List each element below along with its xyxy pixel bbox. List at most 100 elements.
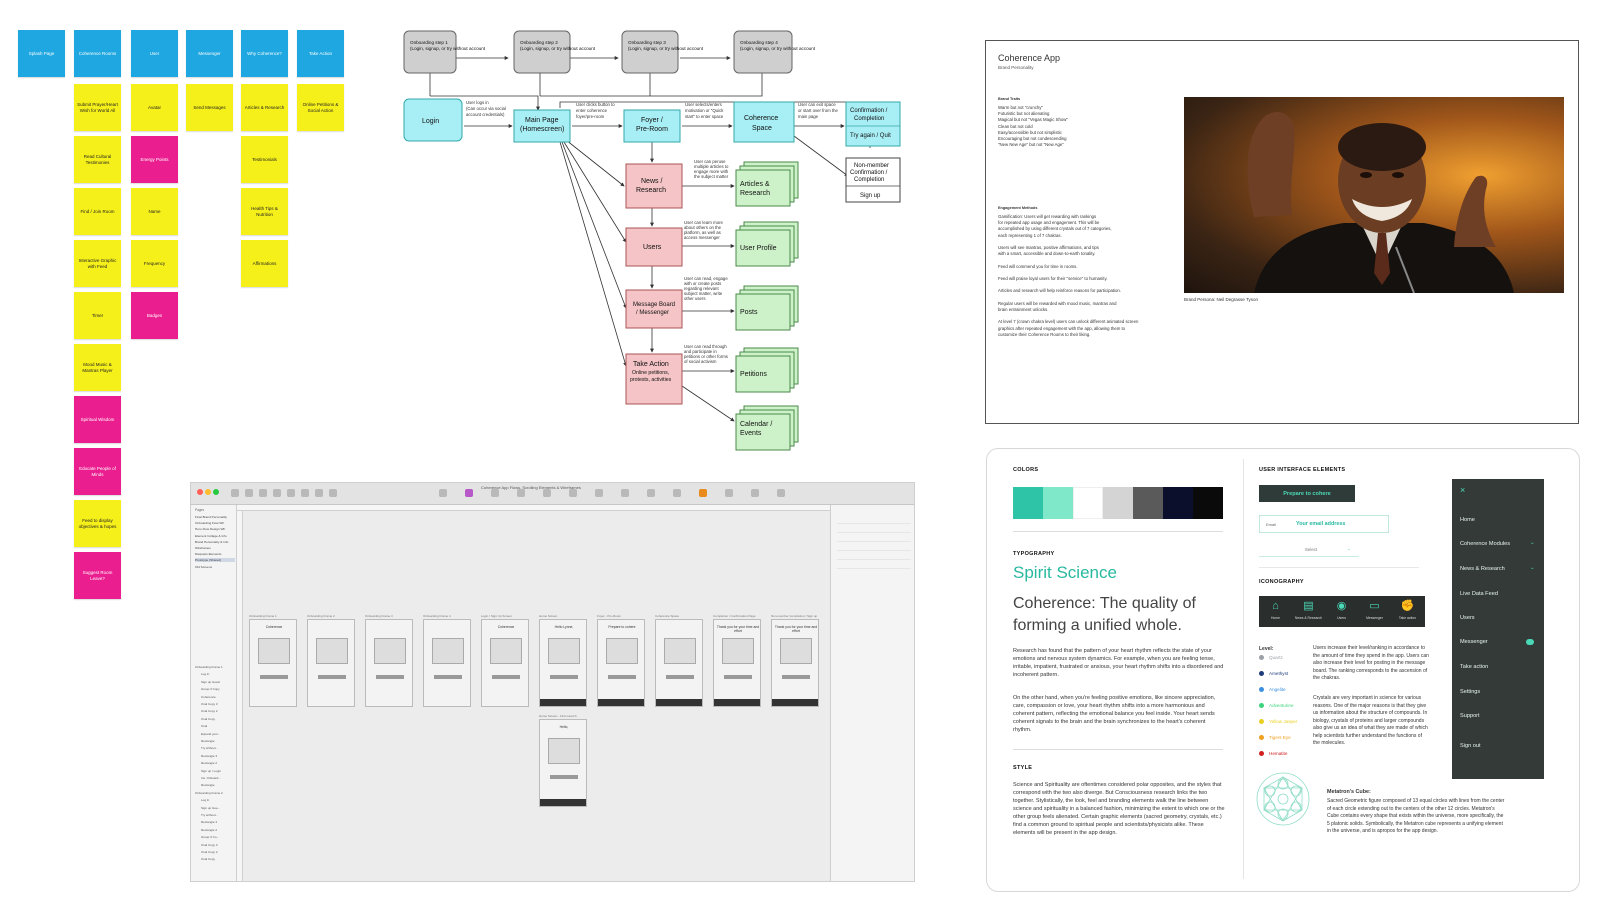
layer-item[interactable]: Oval Copy 3	[201, 842, 218, 847]
nav-item[interactable]: Coherence Modules	[1460, 541, 1511, 547]
layer-item[interactable]: Sign up / Login	[201, 768, 222, 773]
toolbar-tool-icon[interactable]	[647, 489, 655, 497]
nav-item[interactable]: Home	[1460, 517, 1475, 523]
prepare-to-cohere-button[interactable]: Prepare to cohere	[1259, 485, 1355, 502]
page-item[interactable]: Onboarding Flow WF	[195, 521, 225, 526]
layer-item[interactable]: Rectangle	[201, 739, 215, 743]
page-item[interactable]: Prototype (Shared)	[195, 558, 235, 563]
toolbar-tool-icon[interactable]	[315, 489, 323, 497]
layer-item[interactable]: Onboarding Frame 1	[195, 665, 223, 669]
chevron-down-icon[interactable]: ⌄	[1530, 565, 1535, 571]
window-zoom-button[interactable]	[213, 489, 219, 495]
page-item[interactable]: Brand Personality & Info	[195, 539, 229, 544]
layer-item[interactable]: Rectangle 3	[201, 753, 218, 758]
nav-item[interactable]: Live Data Feed	[1460, 591, 1498, 597]
layer-item[interactable]: Oval Copy	[201, 857, 216, 862]
nav-item[interactable]: Users	[1460, 615, 1475, 621]
nav-item[interactable]: News & Research	[1460, 566, 1505, 572]
toolbar-tool-icon[interactable]	[273, 489, 281, 497]
toolbar-tool-icon[interactable]	[301, 489, 309, 497]
artboard[interactable]: Prepare to cohere	[597, 619, 645, 707]
icon-nav-item[interactable]: ⌂Home	[1259, 598, 1292, 620]
layer-item[interactable]: Log In	[201, 672, 210, 677]
layer-item[interactable]: Expand your...	[201, 731, 221, 736]
toolbar-tool-icon[interactable]	[465, 489, 473, 497]
window-close-button[interactable]	[197, 489, 203, 495]
layer-item[interactable]: Oval Copy 3	[201, 702, 218, 706]
layer-item[interactable]: Try without...	[201, 746, 219, 751]
email-input[interactable]: Email Your email address	[1259, 515, 1389, 533]
layer-item[interactable]: Group 3 Copy	[201, 687, 220, 692]
artboard[interactable]	[365, 619, 413, 707]
toolbar-tool-icon[interactable]	[751, 489, 759, 497]
page-item[interactable]: Wireframes	[195, 546, 211, 550]
close-icon[interactable]: ×	[1460, 485, 1466, 495]
artboard[interactable]	[307, 619, 355, 707]
layer-item[interactable]: Rectangle 2	[201, 827, 218, 832]
layer-item[interactable]: Try without...	[201, 813, 219, 817]
svg-text:Login: Login	[422, 118, 439, 125]
nav-item[interactable]: Support	[1460, 713, 1480, 719]
page-item[interactable]: Hero Flow Design WF	[195, 527, 226, 532]
select-dropdown[interactable]: Select ⌄	[1259, 545, 1359, 557]
artboard[interactable]: Thank you for your time and effort	[771, 619, 819, 707]
toolbar-tool-icon[interactable]	[621, 489, 629, 497]
toolbar-tool-icon[interactable]	[777, 489, 785, 497]
icon-nav-item[interactable]: ▭Messenger	[1358, 598, 1391, 620]
layer-item[interactable]: Log In	[201, 798, 210, 803]
toolbar-tool-icon[interactable]	[231, 489, 239, 497]
toolbar-tool-icon[interactable]	[595, 489, 603, 497]
onboarding-step-4: Onboarding step 4 (Login, signup, or try…	[733, 30, 816, 74]
layer-item[interactable]: Oval Copy 2	[201, 709, 218, 714]
toolbar-tool-icon[interactable]	[259, 489, 267, 497]
artboard[interactable]: Hello Lynne,	[539, 619, 587, 707]
page-item[interactable]: Disquiets Elements	[195, 552, 222, 557]
toolbar-tool-icon[interactable]	[245, 489, 253, 497]
toolbar-tool-icon[interactable]	[439, 489, 447, 497]
toolbar-tool-icon[interactable]	[569, 489, 577, 497]
layer-item[interactable]: Oval Copy 2	[201, 850, 218, 854]
layer-item[interactable]: Coherence	[201, 694, 216, 699]
toolbar-tool-icon[interactable]	[287, 489, 295, 497]
layer-item[interactable]: Onboarding Frame 2	[195, 790, 223, 795]
page-item[interactable]: Old Screens	[195, 564, 213, 569]
layer-item[interactable]: Rectangle 3	[201, 820, 218, 825]
nav-item[interactable]: Messenger	[1460, 639, 1488, 645]
nav-item[interactable]: Settings	[1460, 689, 1481, 695]
toolbar-tool-icon[interactable]	[517, 489, 525, 497]
layer-item[interactable]: Sign up Guest	[201, 679, 221, 684]
sticky-header: Take Action	[297, 30, 344, 77]
sticky-note: Submit Prayer/Heart Wish for World All	[74, 84, 121, 131]
icon-nav-item[interactable]: ✊Take action	[1391, 598, 1424, 620]
artboard[interactable]	[423, 619, 471, 707]
toolbar-tool-icon[interactable]	[491, 489, 499, 497]
toolbar-tool-icon[interactable]	[543, 489, 551, 497]
level-item: Hematite	[1259, 751, 1287, 757]
layer-item[interactable]: Ins. Onboard...	[201, 776, 221, 780]
layer-item[interactable]: Sign up Gue...	[201, 805, 221, 810]
page-item[interactable]: Final Brand Personality	[195, 515, 227, 519]
toolbar-tool-icon[interactable]	[699, 489, 707, 497]
artboard[interactable]: Coherence	[249, 619, 297, 707]
artboard[interactable]: Thank you for your time and effort	[713, 619, 761, 707]
color-swatch	[1193, 487, 1223, 519]
artboard[interactable]	[655, 619, 703, 707]
layer-item[interactable]: Oval	[201, 724, 208, 729]
layer-item[interactable]: Oval Copy	[201, 716, 216, 721]
icon-nav-item[interactable]: ▤News & Research	[1292, 598, 1325, 620]
nav-item[interactable]: Take action	[1460, 664, 1489, 670]
layer-item[interactable]: Rectangle	[201, 783, 215, 788]
toolbar-tool-icon[interactable]	[329, 489, 337, 497]
window-minimize-button[interactable]	[205, 489, 211, 495]
layer-item[interactable]: Rectangle 2	[201, 761, 218, 766]
toolbar-tool-icon[interactable]	[673, 489, 681, 497]
page-item[interactable]: Element Collage & Info	[195, 533, 227, 538]
layer-item[interactable]: Group 3 Co...	[201, 835, 220, 840]
icon-nav-item[interactable]: ◉Users	[1325, 598, 1358, 620]
artboard[interactable]: Coherence	[481, 619, 529, 707]
artboard[interactable]: Hello,	[539, 719, 587, 807]
nav-item[interactable]: Sign out	[1460, 743, 1481, 749]
chevron-down-icon[interactable]: ⌄	[1530, 540, 1535, 546]
toolbar-tool-icon[interactable]	[725, 489, 733, 497]
